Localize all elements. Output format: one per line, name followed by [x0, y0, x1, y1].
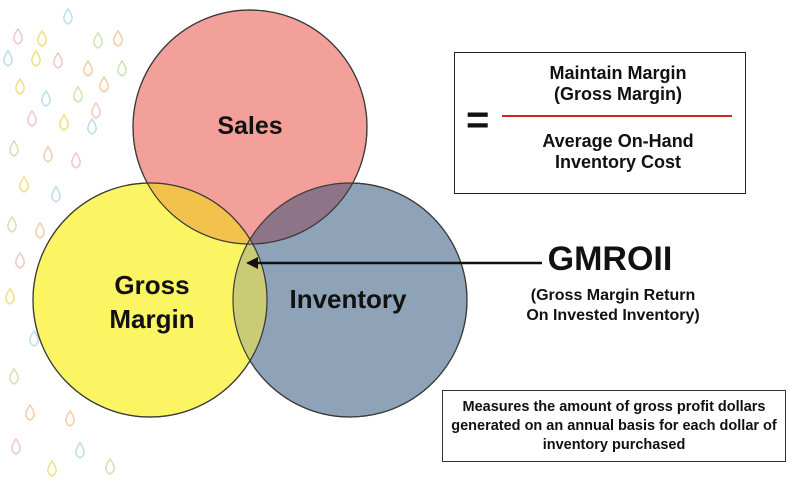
gmroii-subtitle-line1: (Gross Margin Return	[530, 287, 696, 304]
raindrop-icon	[7, 215, 17, 233]
raindrop-icon	[93, 31, 103, 49]
sales-label: Sales	[217, 112, 283, 140]
raindrop-icon	[41, 89, 51, 107]
gross-margin-label-line1: Gross	[114, 270, 190, 300]
raindrop-icon	[53, 51, 63, 69]
raindrop-icon	[31, 49, 41, 67]
raindrop-icon	[65, 409, 75, 427]
gross-margin-label: Gross Margin	[82, 268, 222, 336]
description-box: Measures the amount of gross profit doll…	[442, 390, 786, 462]
gross-margin-label-line2: Margin	[109, 304, 195, 334]
formula-numerator: Maintain Margin (Gross Margin)	[500, 63, 736, 105]
raindrop-icon	[99, 75, 109, 93]
raindrop-icon	[73, 85, 83, 103]
gmroii-subtitle: (Gross Margin Return On Invested Invento…	[488, 286, 738, 326]
raindrop-icon	[43, 145, 53, 163]
raindrop-icon	[47, 459, 57, 477]
raindrop-icon	[117, 59, 127, 77]
raindrop-icon	[9, 367, 19, 385]
raindrop-icon	[27, 109, 37, 127]
equals-sign: =	[466, 98, 490, 142]
raindrop-icon	[113, 29, 123, 47]
raindrop-icon	[25, 403, 35, 421]
raindrop-icon	[13, 27, 23, 45]
fraction-line	[502, 115, 732, 117]
raindrop-icon	[15, 251, 25, 269]
denominator-line1: Average On-Hand	[542, 131, 694, 151]
raindrop-icon	[51, 185, 61, 203]
raindrop-icon	[11, 437, 21, 455]
numerator-line2: (Gross Margin)	[553, 84, 682, 104]
raindrop-icon	[35, 221, 45, 239]
raindrop-icon	[15, 77, 25, 95]
raindrop-icon	[5, 287, 15, 305]
raindrop-icon	[9, 139, 19, 157]
raindrop-icon	[59, 113, 69, 131]
raindrop-icon	[87, 117, 97, 135]
raindrop-icon	[83, 59, 93, 77]
raindrop-icon	[91, 101, 101, 119]
arrowhead-icon	[246, 257, 258, 269]
raindrop-icon	[63, 7, 73, 25]
denominator-line2: Inventory Cost	[554, 152, 682, 172]
description-text: Measures the amount of gross profit doll…	[451, 398, 777, 453]
numerator-line1: Maintain Margin	[549, 63, 687, 83]
gmroii-subtitle-line2: On Invested Inventory)	[526, 307, 700, 324]
inventory-label: Inventory	[289, 284, 407, 314]
raindrop-icon	[29, 329, 39, 347]
raindrop-icon	[19, 175, 29, 193]
raindrop-icon	[75, 441, 85, 459]
gmroii-title: GMROII	[547, 240, 673, 278]
raindrop-icon	[37, 29, 47, 47]
formula-box	[454, 52, 746, 194]
raindrop-icon	[3, 49, 13, 67]
raindrop-icon	[71, 151, 81, 169]
raindrop-icon	[105, 457, 115, 475]
formula-denominator: Average On-Hand Inventory Cost	[500, 131, 736, 173]
